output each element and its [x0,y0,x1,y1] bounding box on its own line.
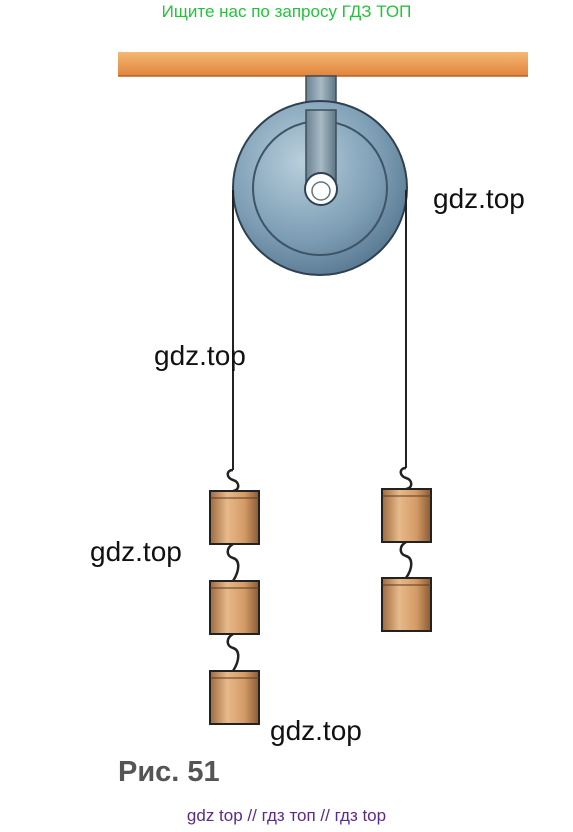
weight-left-1 [209,490,260,545]
search-hint-banner: Ищите нас по запросу ГДЗ ТОП [161,2,412,21]
left-weight-stack [209,468,260,725]
right-weight-stack [381,466,432,632]
weight-left-3 [209,670,260,725]
weight-right-2 [381,577,432,632]
watermark-3: gdz.top [90,536,182,567]
hook-right-2 [399,540,413,579]
weight-left-2 [209,580,260,635]
hook-left-2 [226,542,240,582]
figure-caption: Рис. 51 [118,756,220,788]
watermark-2: gdz.top [154,340,246,371]
watermark-1: gdz.top [433,183,525,214]
watermark-4: gdz.top [270,715,362,746]
footer-links: gdz top // гдз топ // гдз top [186,806,387,825]
hook-left-3 [226,632,240,672]
hook-right-1 [399,466,413,491]
hook-left-1 [226,468,240,493]
pulley-axle-hole [311,181,331,201]
weight-right-1 [381,488,432,543]
ceiling-beam [118,52,528,76]
